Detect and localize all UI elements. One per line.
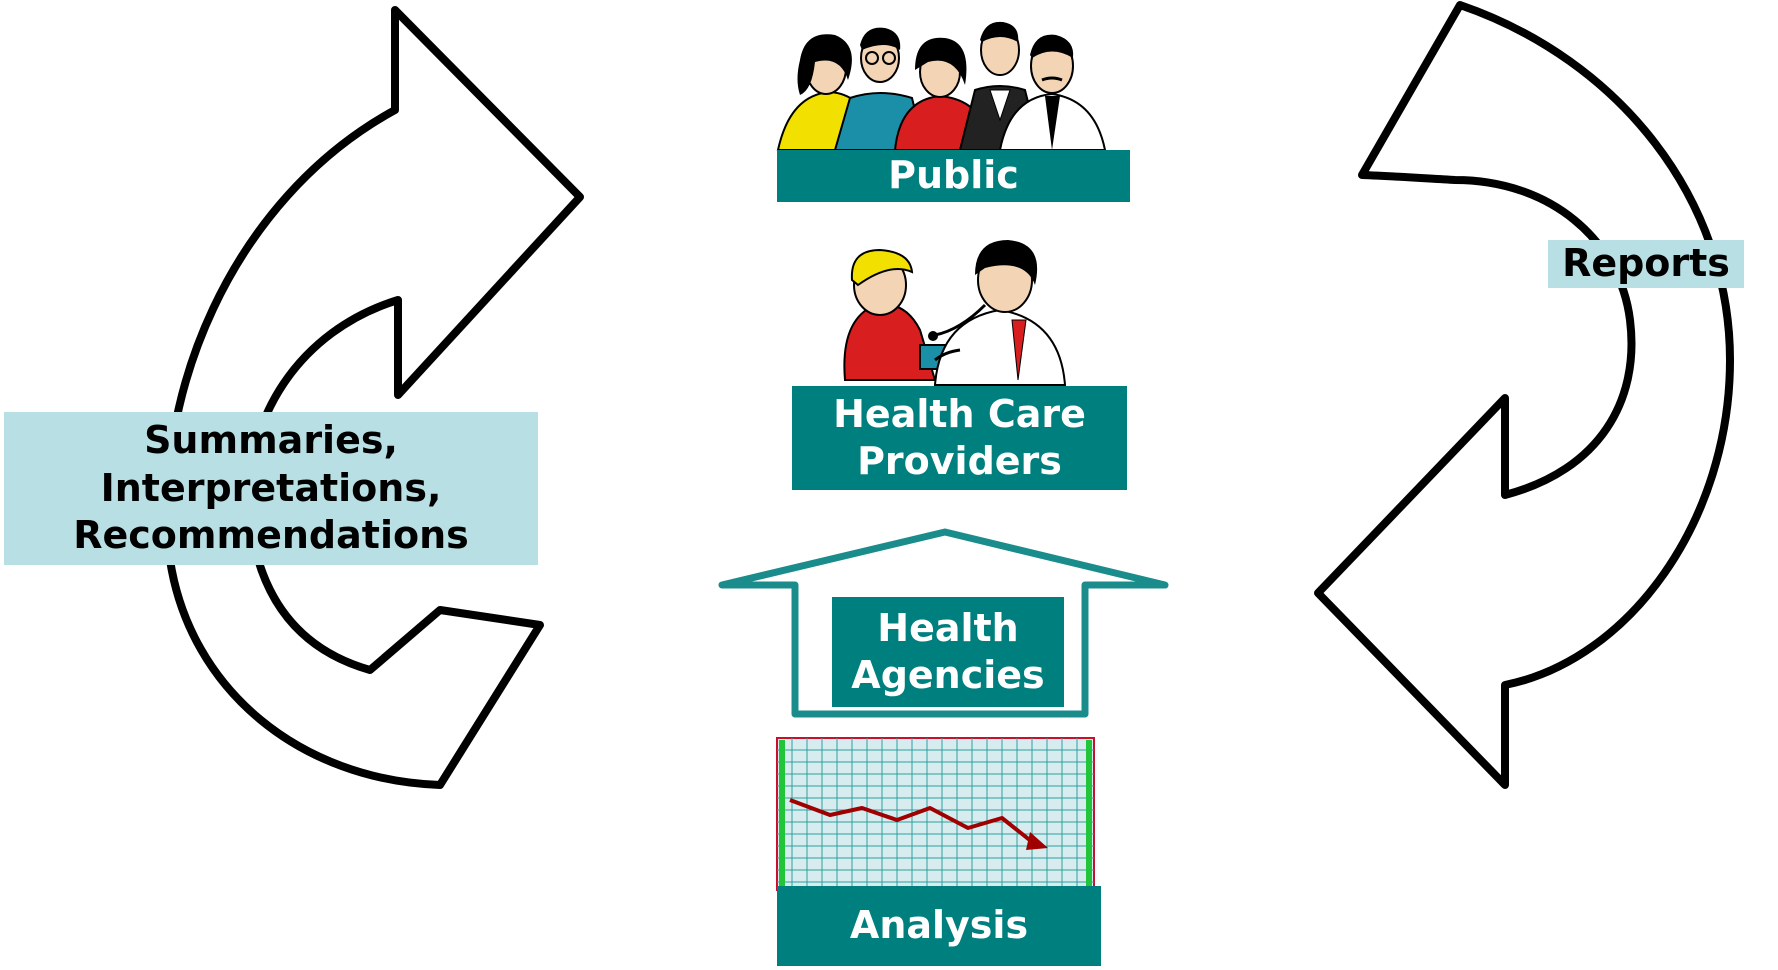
- right-cycle-arrow-icon: [1314, 1, 1734, 789]
- reports-label: Reports: [1548, 240, 1744, 288]
- analysis-label: Analysis: [777, 886, 1101, 966]
- public-label-text: Public: [888, 153, 1019, 198]
- house-outline-icon: [718, 528, 1169, 718]
- left-cycle-arrow-icon: [163, 6, 584, 789]
- health-care-providers-label: Health Care Providers: [792, 386, 1127, 490]
- summaries-line-1: Summaries,: [144, 418, 398, 463]
- people-group-icon: [776, 21, 1107, 151]
- trend-chart-icon: [776, 737, 1095, 891]
- public-label: Public: [777, 150, 1130, 202]
- summaries-line-2: Interpretations,: [100, 465, 442, 510]
- summaries-label: Summaries, Interpretations, Recommendati…: [4, 412, 538, 565]
- analysis-label-text: Analysis: [849, 903, 1029, 948]
- doctor-child-icon: [843, 240, 1067, 386]
- reports-label-text: Reports: [1562, 241, 1730, 286]
- providers-line-1: Health Care: [833, 391, 1086, 436]
- summaries-line-3: Recommendations: [73, 513, 469, 558]
- agencies-line-1: Health: [877, 605, 1019, 650]
- providers-line-2: Providers: [857, 439, 1062, 483]
- agencies-line-2: Agencies: [851, 653, 1045, 697]
- health-agencies-label: Health Agencies: [832, 597, 1064, 707]
